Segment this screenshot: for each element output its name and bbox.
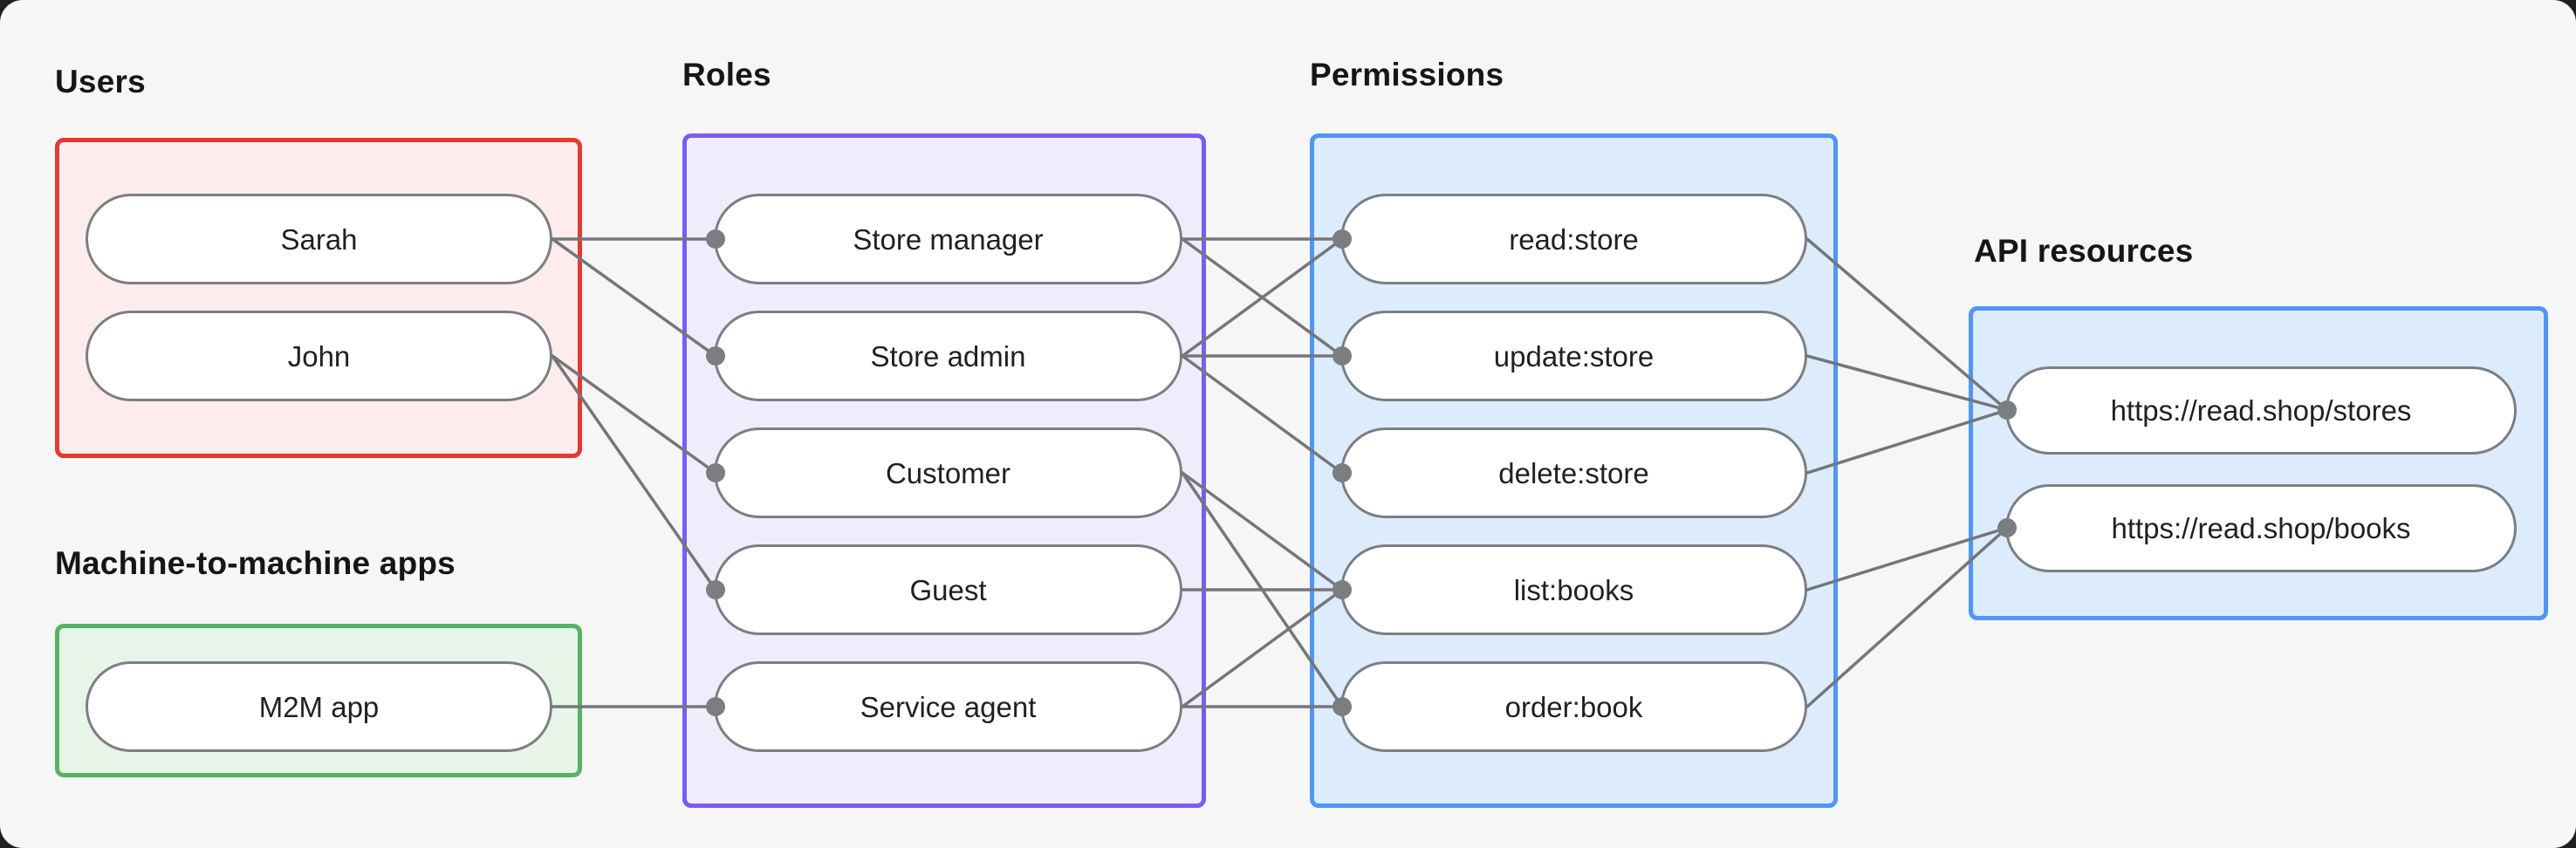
node-john: John [86, 311, 552, 401]
node-customer: Customer [714, 427, 1182, 518]
node-sarah: Sarah [86, 194, 552, 284]
group-label-machine-to-machine-apps: Machine-to-machine apps [55, 545, 456, 581]
node-list-books: list:books [1340, 544, 1807, 635]
node-order-book: order:book [1340, 661, 1807, 752]
node-stores-resource: https://read.shop/stores [2005, 366, 2517, 455]
node-service-agent: Service agent [714, 661, 1182, 752]
node-update-store: update:store [1340, 311, 1807, 401]
group-label-permissions: Permissions [1310, 57, 1504, 92]
group-label-api-resources: API resources [1974, 233, 2194, 269]
group-box-users [55, 138, 582, 458]
node-guest: Guest [714, 544, 1182, 635]
node-delete-store: delete:store [1340, 427, 1807, 518]
node-books-resource: https://read.shop/books [2005, 483, 2517, 572]
node-m2m-app: M2M app [86, 661, 552, 752]
node-store-manager: Store manager [714, 194, 1182, 284]
group-box-api-resources [1969, 306, 2548, 620]
node-store-admin: Store admin [714, 311, 1182, 401]
group-label-roles: Roles [682, 57, 771, 92]
node-read-store: read:store [1340, 194, 1807, 284]
group-label-users: Users [55, 64, 146, 99]
